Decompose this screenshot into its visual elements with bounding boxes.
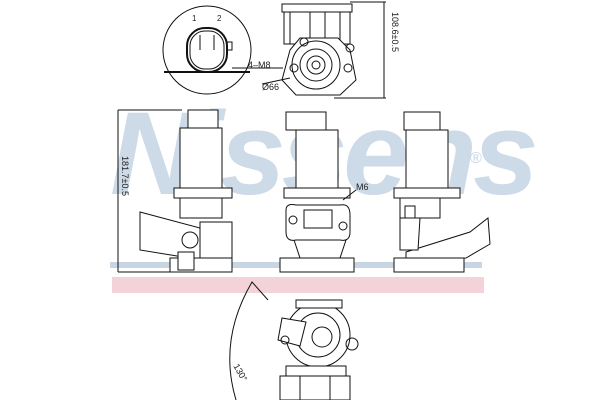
connector-detail-view — [162, 5, 252, 95]
pin-2-label: 2 — [217, 14, 222, 23]
flange-diameter-label: Ø66 — [262, 82, 280, 92]
bolt-spec-front-label: M6 — [356, 182, 369, 192]
right-side-view — [393, 111, 491, 273]
bolt-spec-top-label: 4–M8 — [248, 60, 271, 70]
registered-mark: ® — [470, 150, 482, 167]
bottom-view — [229, 281, 359, 400]
rotation-angle-label: 130° — [231, 362, 250, 384]
watermark-stripe-red — [112, 277, 484, 293]
top-view — [232, 1, 386, 99]
overall-height-label: 181.7±0.5 — [120, 156, 130, 196]
top-height-label: 108.6±0.5 — [390, 12, 400, 52]
pin-1-label: 1 — [192, 14, 197, 23]
front-view — [279, 111, 357, 273]
left-side-view — [117, 109, 233, 273]
